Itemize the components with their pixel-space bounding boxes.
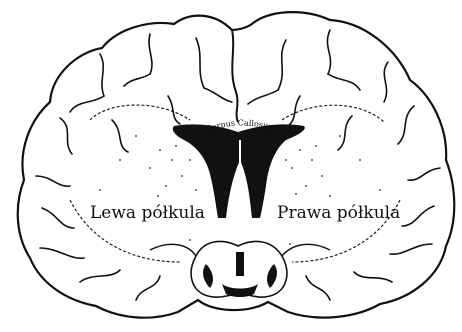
third-ventricle bbox=[236, 252, 244, 276]
left-hemisphere-label: Lewa półkula bbox=[90, 203, 205, 223]
right-hemisphere-label: Prawa półkula bbox=[277, 203, 400, 223]
